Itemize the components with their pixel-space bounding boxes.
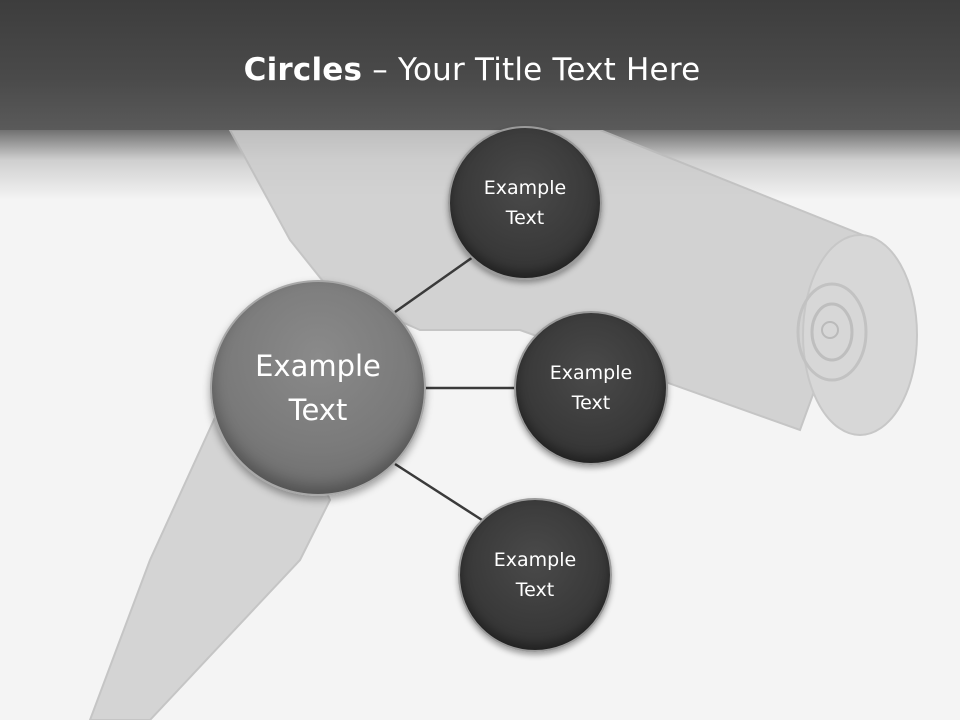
connector-bottom	[394, 462, 483, 522]
node-circle-label: Example Text	[483, 177, 567, 229]
node-circle-label: Example Text	[493, 549, 577, 601]
node-circle-bottom: Example Text	[458, 498, 612, 652]
slide-title: Circles – Your Title Text Here	[0, 52, 944, 88]
connector-top	[394, 255, 474, 314]
node-circle-label: Example Text	[549, 362, 633, 414]
node-circle-top: Example Text	[448, 126, 602, 280]
center-circle: Example Text	[210, 280, 426, 496]
title-bar: Circles – Your Title Text Here	[0, 0, 960, 130]
title-rest: – Your Title Text Here	[362, 52, 701, 88]
title-bold: Circles	[243, 52, 363, 88]
node-circle-middle: Example Text	[514, 311, 668, 465]
center-circle-label: Example Text	[255, 349, 381, 427]
